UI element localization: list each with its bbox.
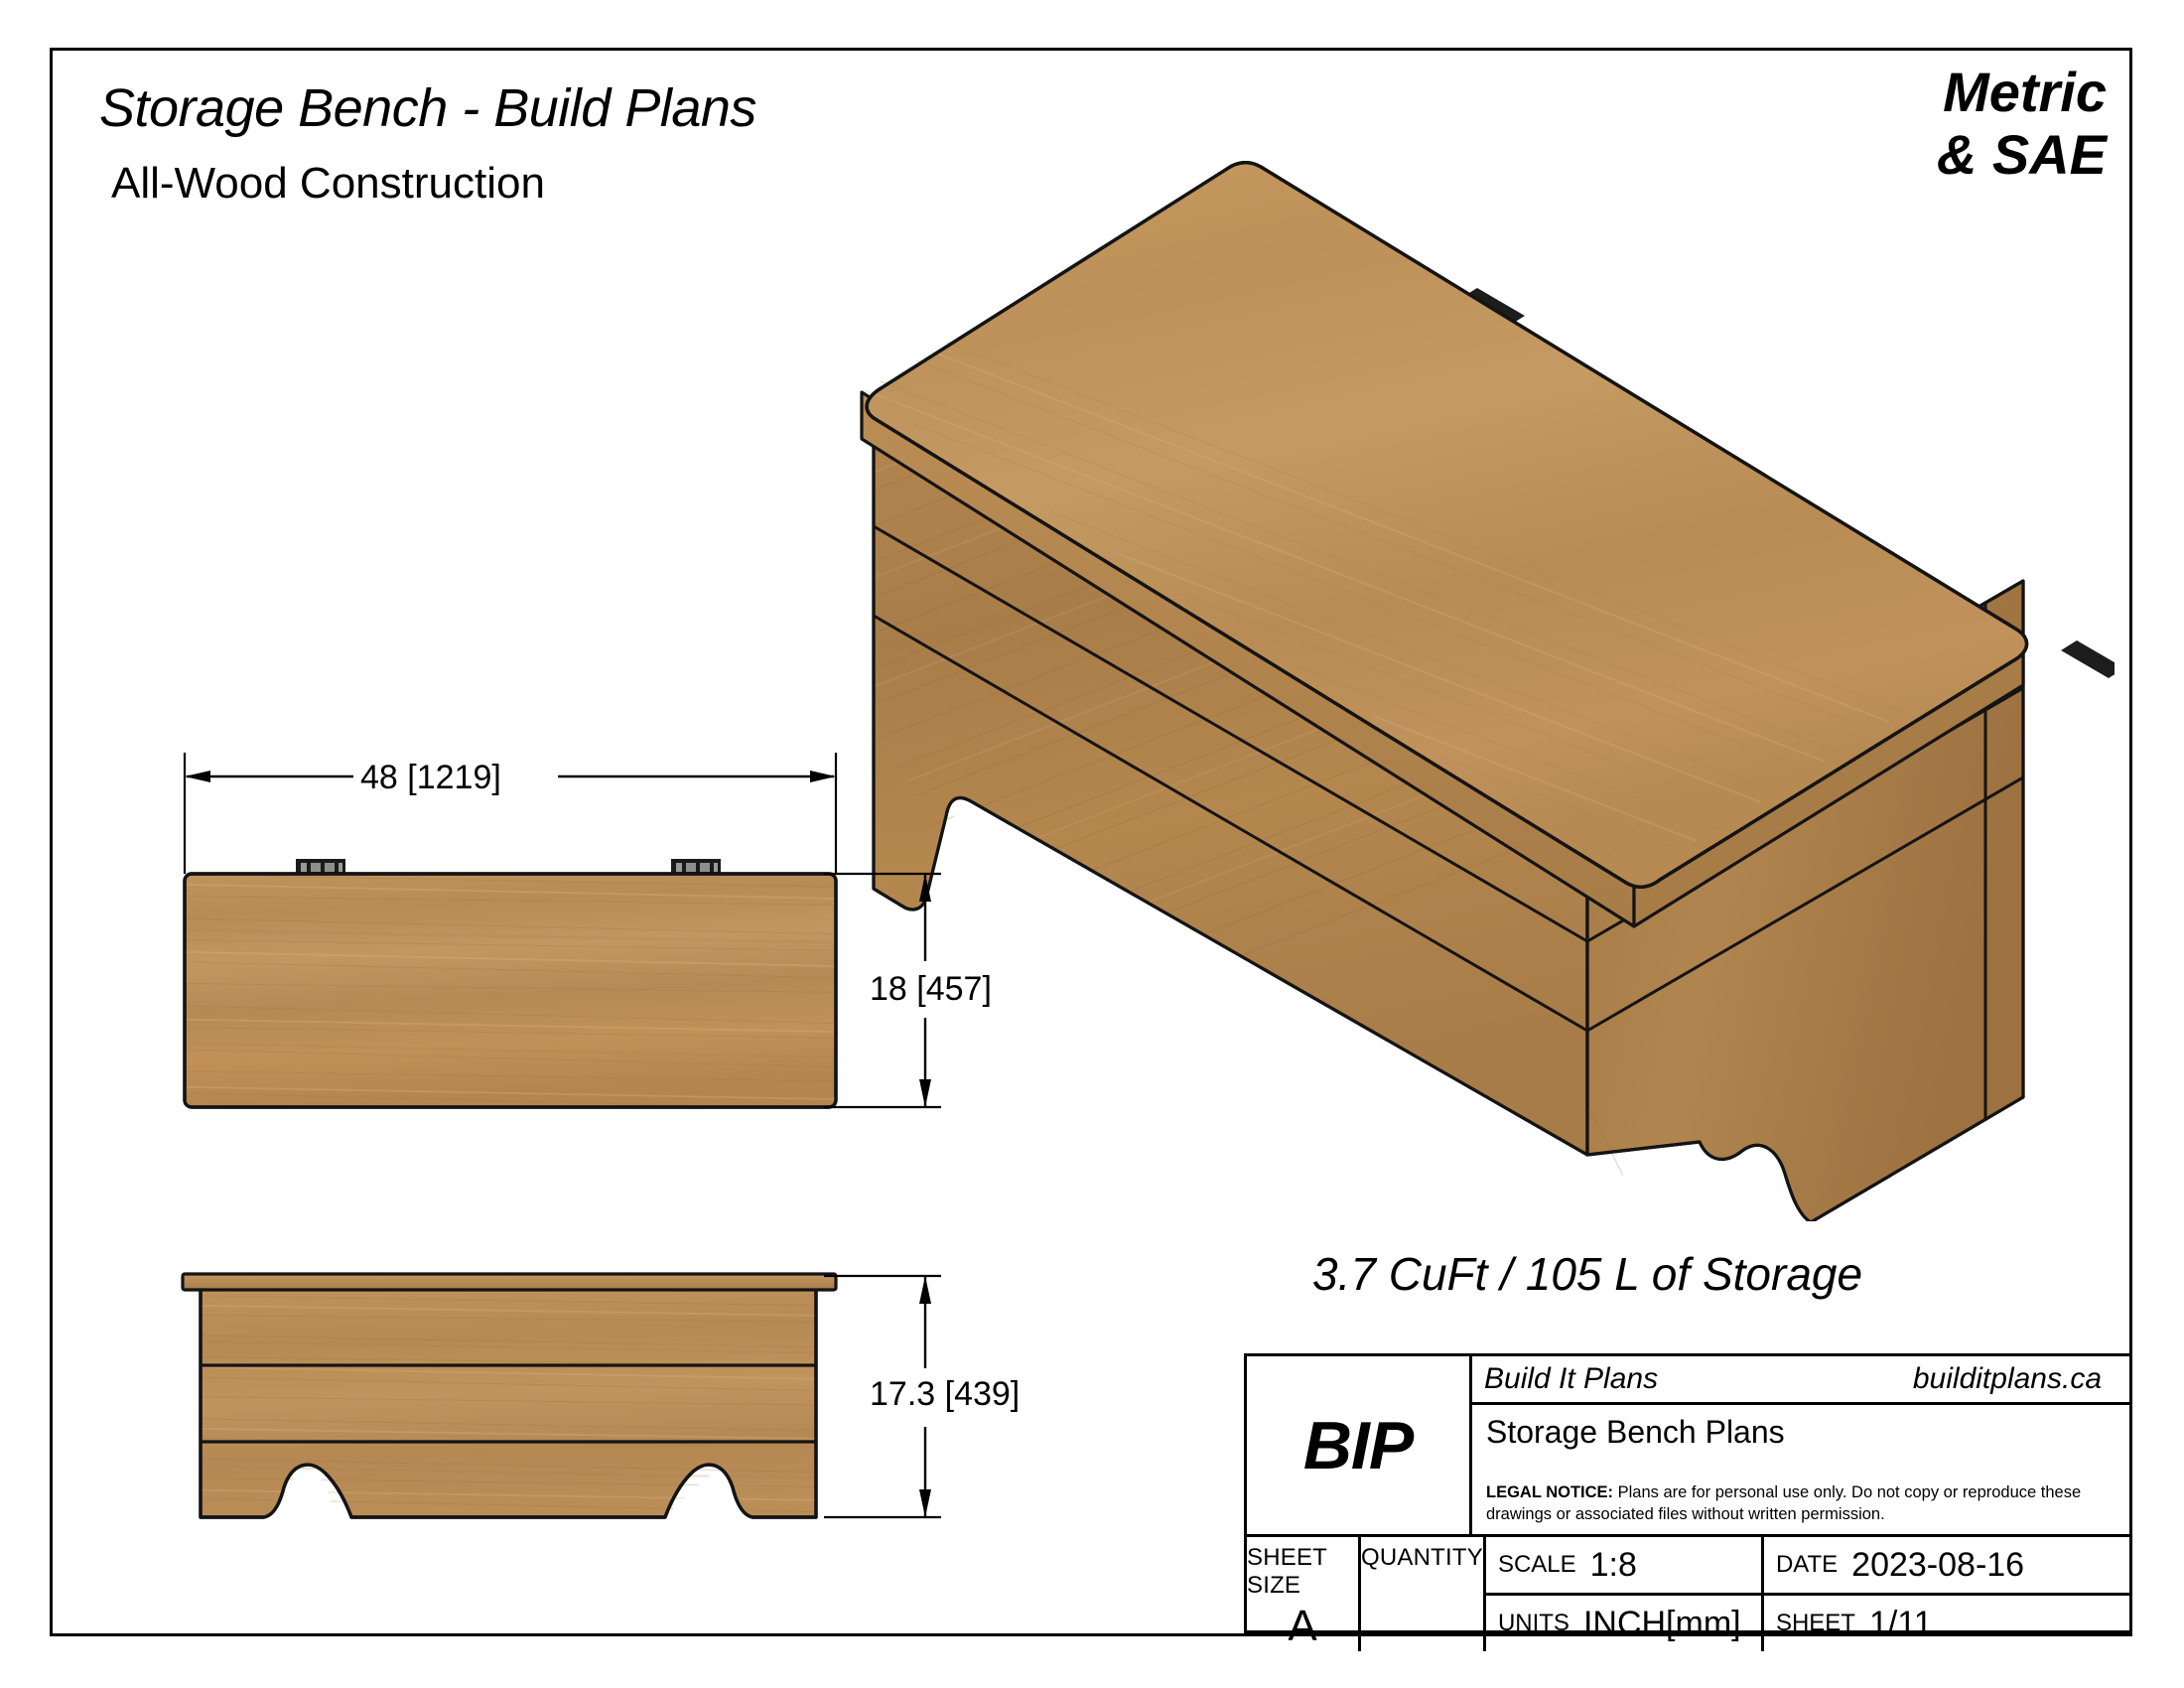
date-cell: DATE 2023-08-16 — [1764, 1537, 2129, 1593]
page-title: Storage Bench - Build Plans — [99, 78, 756, 138]
scale-date-row: SCALE 1:8 DATE 2023-08-16 — [1485, 1537, 2129, 1596]
units-sheet-row: UNITS INCH[mm] SHEET 1/11 — [1486, 1596, 2129, 1651]
iso-side-board-seam-2 — [873, 614, 1588, 1033]
title-block-upper: BIP Build It Plans builditplans.ca Stora… — [1247, 1356, 2129, 1537]
scale-cell: SCALE 1:8 — [1486, 1537, 1764, 1593]
title-block-fields: SCALE 1:8 DATE 2023-08-16 UNITS INCH[mm]… — [1485, 1537, 2129, 1651]
scale-value: 1:8 — [1589, 1545, 1637, 1584]
sheet-size-label: SHEET SIZE — [1247, 1544, 1327, 1599]
legal-notice: LEGAL NOTICE: Plans are for personal use… — [1472, 1482, 2129, 1534]
top-view — [183, 859, 838, 1109]
front-view-height-dimension — [824, 1274, 941, 1519]
hinge-icon — [2061, 640, 2115, 678]
top-view-lid — [183, 872, 838, 1109]
company-name: Build It Plans — [1484, 1362, 1659, 1395]
company-logo: BIP — [1247, 1356, 1472, 1534]
isometric-view — [860, 161, 2115, 1221]
legal-notice-label: LEGAL NOTICE: — [1486, 1483, 1614, 1502]
front-view-body — [199, 1287, 818, 1519]
sheet-size-value: A — [1288, 1602, 1317, 1650]
units-standard-label: Metric & SAE — [1936, 61, 2107, 186]
legal-notice-text: Plans are for personal use only. Do not … — [1486, 1483, 2082, 1524]
sheet-label: SHEET — [1775, 1610, 1855, 1636]
quantity-label: QUANTITY — [1361, 1544, 1483, 1571]
title-block-lower: SHEET SIZE A QUANTITY SCALE 1:8 DATE 202… — [1247, 1537, 2129, 1651]
project-name: Storage Bench Plans — [1486, 1414, 1785, 1450]
dimension-height-label: 17.3 [439] — [863, 1375, 1027, 1414]
title-block: BIP Build It Plans builditplans.ca Stora… — [1244, 1353, 2132, 1651]
units-value: INCH[mm] — [1582, 1604, 1741, 1642]
units-label: UNITS — [1497, 1610, 1570, 1636]
units-metric-label: Metric — [1943, 61, 2107, 123]
iso-end-board-seam-2 — [1586, 775, 2024, 1033]
date-value: 2023-08-16 — [1851, 1545, 2025, 1584]
front-view-lid — [181, 1272, 838, 1292]
page-subtitle: All-Wood Construction — [111, 159, 545, 208]
title-block-info: Build It Plans builditplans.ca Storage B… — [1472, 1356, 2129, 1534]
front-view — [181, 1272, 838, 1519]
sheet-border — [50, 48, 2132, 1636]
sheet-size-cell: SHEET SIZE A — [1247, 1537, 1361, 1651]
logo-text: BIP — [1302, 1407, 1414, 1483]
sheet-value: 1/11 — [1868, 1604, 1933, 1642]
dimension-depth-label: 18 [457] — [863, 970, 999, 1009]
dimension-width-label: 48 [1219] — [353, 759, 508, 797]
top-view-dimensions — [183, 753, 838, 874]
top-view-hinge-group — [296, 859, 721, 875]
top-view-depth-dimension — [824, 872, 941, 1109]
scale-label: SCALE — [1497, 1551, 1576, 1578]
units-sae-label: & SAE — [1936, 122, 2107, 186]
sheet-number-cell: SHEET 1/11 — [1764, 1596, 2129, 1651]
iso-side-board-seam-1 — [873, 524, 1588, 943]
storage-capacity-note: 3.7 CuFt / 105 L of Storage — [1312, 1248, 1863, 1300]
date-label: DATE — [1775, 1551, 1839, 1578]
hinge-icon — [296, 859, 345, 875]
company-row: Build It Plans builditplans.ca — [1472, 1356, 2129, 1405]
hinge-icon — [671, 859, 721, 875]
company-website[interactable]: builditplans.ca — [1912, 1362, 2102, 1395]
quantity-cell: QUANTITY — [1361, 1537, 1486, 1651]
units-cell: UNITS INCH[mm] — [1486, 1596, 1764, 1651]
